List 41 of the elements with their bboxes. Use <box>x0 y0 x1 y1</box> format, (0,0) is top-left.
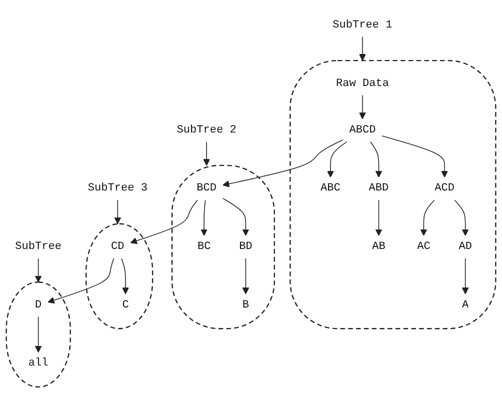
arrow <box>34 316 42 353</box>
node-text: Raw Data <box>336 77 389 90</box>
arrow <box>454 200 469 236</box>
node-text: ABCD <box>349 124 376 136</box>
arrow <box>222 198 250 236</box>
arrow <box>222 139 344 188</box>
arrow <box>375 200 382 236</box>
arrow <box>48 258 114 304</box>
arrow <box>359 94 366 120</box>
arrow <box>34 258 42 282</box>
node-text: AD <box>458 240 472 253</box>
node-text: SubTree 2 <box>176 124 236 136</box>
node-text: BC <box>197 240 211 253</box>
arrow <box>359 36 366 61</box>
node-text: C <box>122 298 129 312</box>
node-text: ABD <box>368 182 389 195</box>
node-text: D <box>35 298 42 312</box>
arrow <box>121 258 129 294</box>
node-text: ABC <box>320 182 340 195</box>
node-text: A <box>462 298 469 312</box>
arrow <box>200 200 208 236</box>
node-text: AB <box>372 240 386 253</box>
node-text: all <box>28 357 48 370</box>
arrow <box>462 258 469 294</box>
arrow <box>203 141 210 166</box>
arrow <box>242 258 250 294</box>
node-text: BCD <box>196 182 217 195</box>
arrow <box>420 200 435 236</box>
arrow <box>327 141 348 178</box>
arrow <box>114 200 122 224</box>
arrow <box>370 141 382 178</box>
node-text: SubTree <box>15 240 62 253</box>
node-text: CD <box>111 240 124 253</box>
arrow <box>130 200 198 244</box>
node-text: B <box>242 298 250 312</box>
node-text: BD <box>239 240 252 253</box>
node-text: ACD <box>434 182 454 195</box>
arrow <box>382 135 448 178</box>
node-text: SubTree 1 <box>332 18 392 32</box>
node-text: AC <box>417 240 430 253</box>
node-text: SubTree 3 <box>88 182 148 195</box>
